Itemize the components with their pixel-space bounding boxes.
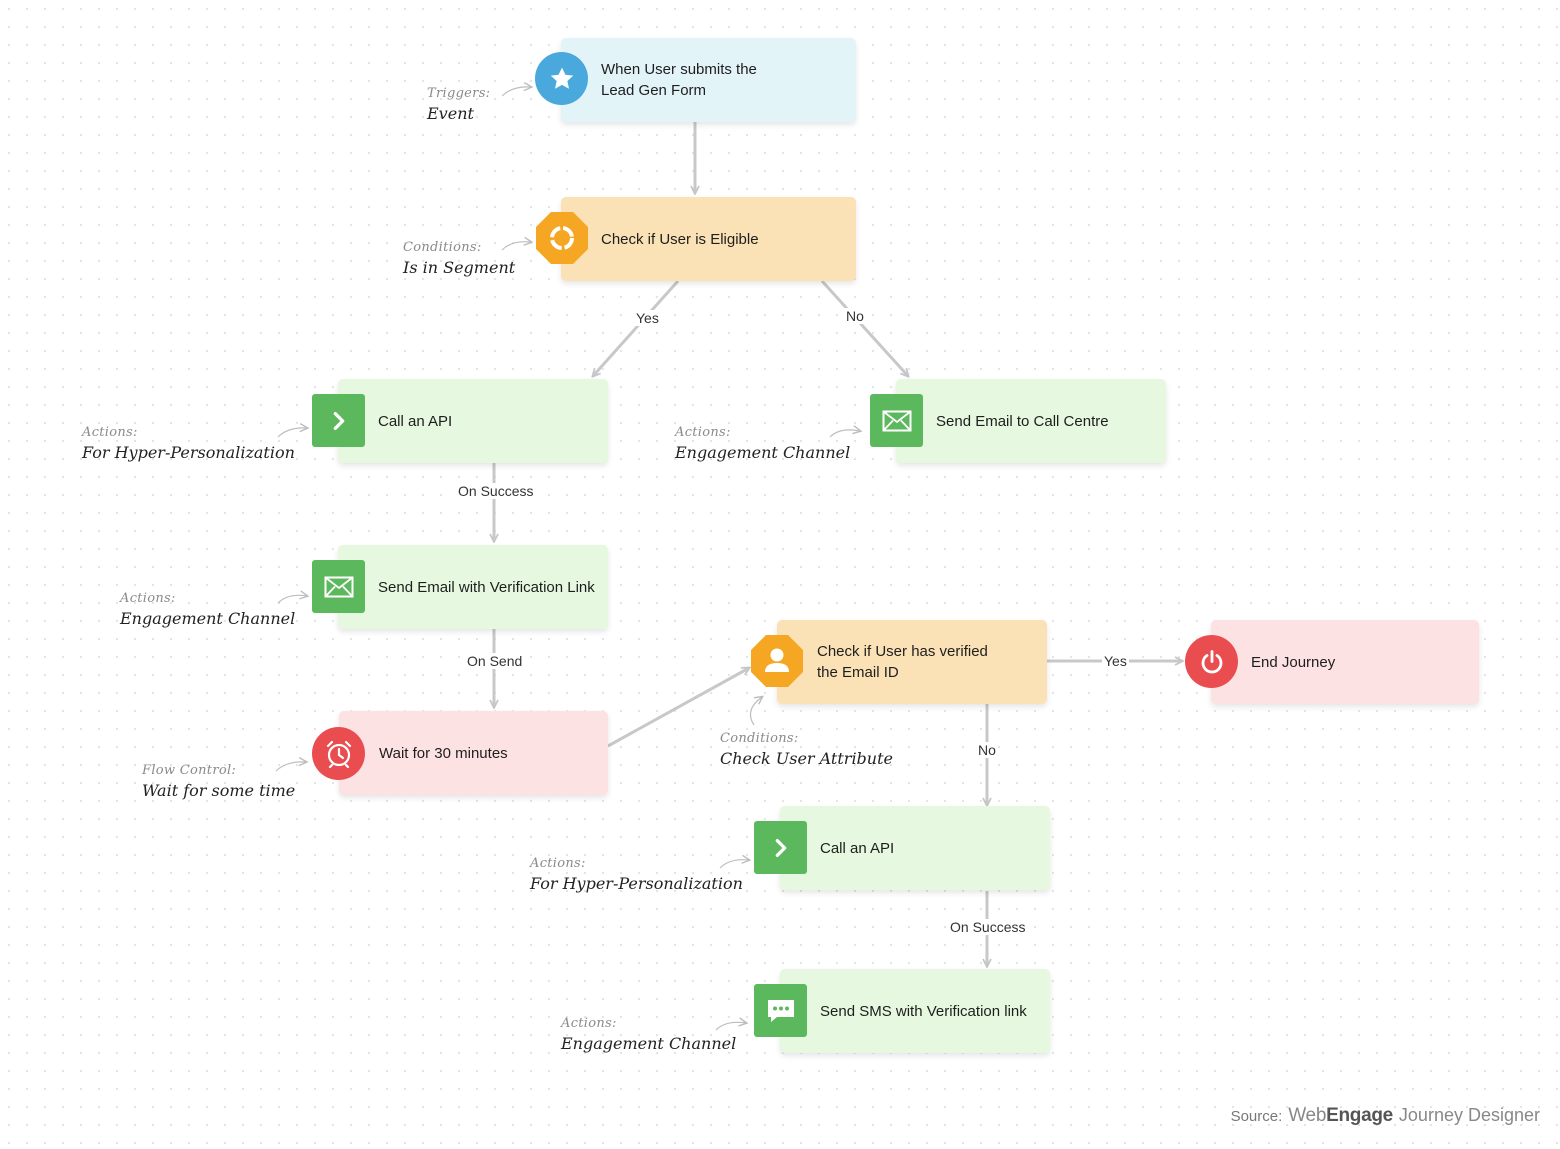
- end-journey-label: End Journey: [1251, 653, 1336, 671]
- pointer-trigger: [501, 87, 531, 97]
- call-api-node[interactable]: Call an API: [338, 379, 608, 463]
- call-api-node[interactable]: Call an API: [780, 806, 1050, 890]
- check-verified-node[interactable]: Check if User has verified the Email ID: [777, 620, 1047, 704]
- send-email-verification-description: Actions: Engagement Channel: [120, 591, 296, 628]
- pointer-email-verification: [277, 595, 307, 604]
- call-api-label: Call an API: [378, 412, 453, 430]
- send-email-verification-label: Send Email with Verification Link: [378, 578, 595, 596]
- send-sms-description: Actions: Engagement Channel: [561, 1016, 737, 1053]
- end-journey-node[interactable]: End Journey: [1211, 620, 1479, 704]
- send-email-call-centre-description: Actions: Engagement Channel: [675, 425, 851, 462]
- edge-label-eligible-no: No: [844, 308, 866, 324]
- call-api-description: Actions: For Hyper-Personalization: [82, 425, 295, 462]
- trigger-node[interactable]: When User submits the Lead Gen Form: [561, 38, 856, 122]
- chevron-right-icon[interactable]: [312, 394, 365, 447]
- check-verified-description: Conditions: Check User Attribute: [720, 731, 893, 768]
- edge-wait-to-check: [607, 668, 749, 748]
- edge-eligible-no: [820, 279, 908, 376]
- edge-label-api1-success: On Success: [456, 483, 536, 499]
- chat-bubble-icon[interactable]: [754, 984, 807, 1037]
- alarm-clock-icon[interactable]: [312, 727, 365, 780]
- pointer-api2: [719, 860, 749, 869]
- trigger-node-label: When User submits the Lead Gen Form: [601, 61, 757, 99]
- source-product: Journey Designer: [1398, 1105, 1540, 1125]
- pointer-eligible: [501, 242, 531, 251]
- wait-node[interactable]: Wait for 30 minutes: [339, 711, 608, 795]
- call-api-label: Call an API: [820, 839, 895, 857]
- pointer-check-verified: [749, 697, 762, 726]
- edge-label-eligible-yes: Yes: [634, 310, 661, 326]
- user-icon[interactable]: [750, 634, 804, 688]
- pointer-sms: [715, 1022, 746, 1031]
- pointer-api1: [277, 428, 307, 438]
- check-eligible-label: Check if User is Eligible: [601, 230, 759, 248]
- check-verified-label: Check if User has verified the Email ID: [817, 643, 988, 681]
- webengage-logo: WebEngage: [1288, 1105, 1393, 1126]
- edge-label-api2-success: On Success: [948, 919, 1028, 935]
- wait-label: Wait for 30 minutes: [379, 744, 508, 762]
- edge-label-email-send: On Send: [465, 653, 525, 669]
- segment-icon[interactable]: [535, 211, 589, 265]
- pointer-wait: [275, 762, 306, 772]
- edge-label-verified-yes: Yes: [1102, 653, 1129, 669]
- chevron-right-icon[interactable]: [754, 821, 807, 874]
- trigger-description: Triggers: Event: [427, 86, 491, 123]
- wait-description: Flow Control: Wait for some time: [142, 763, 296, 800]
- source-label: Source:: [1230, 1108, 1283, 1125]
- envelope-icon[interactable]: [312, 560, 365, 613]
- star-icon[interactable]: [535, 52, 588, 105]
- send-sms-label: Send SMS with Verification link: [820, 1002, 1027, 1020]
- check-eligible-description: Conditions: Is in Segment: [403, 240, 516, 277]
- source-credit: Source: WebEngage Journey Designer: [1231, 1105, 1540, 1127]
- power-icon[interactable]: [1185, 635, 1238, 688]
- envelope-icon[interactable]: [870, 394, 923, 447]
- send-email-verification-node[interactable]: Send Email with Verification Link: [338, 545, 608, 629]
- edge-label-verified-no: No: [976, 742, 998, 758]
- pointer-callcentre: [829, 430, 860, 438]
- send-email-call-centre-label: Send Email to Call Centre: [936, 412, 1109, 430]
- call-api-description: Actions: For Hyper-Personalization: [530, 856, 743, 893]
- send-sms-node[interactable]: Send SMS with Verification link: [780, 969, 1050, 1053]
- edge-eligible-yes: [593, 279, 680, 376]
- check-eligible-node[interactable]: Check if User is Eligible: [561, 197, 856, 281]
- send-email-call-centre-node[interactable]: Send Email to Call Centre: [896, 379, 1166, 463]
